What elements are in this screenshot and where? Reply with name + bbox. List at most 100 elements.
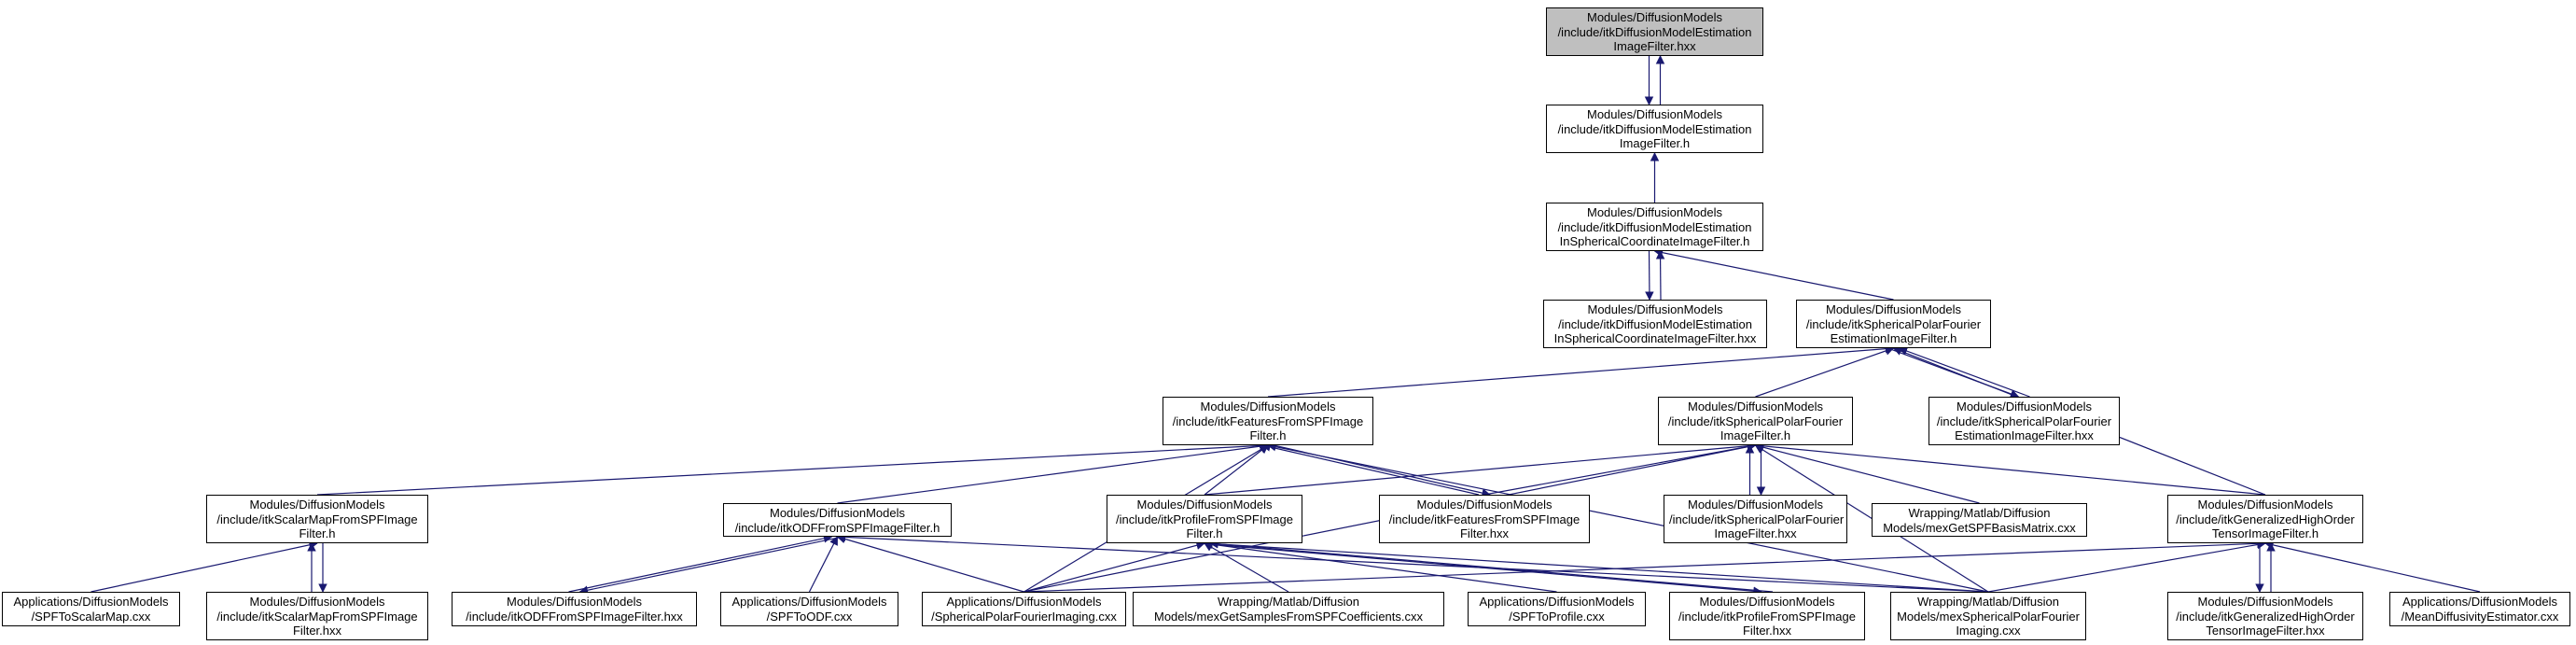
node-label-line: Filter.hxx [1459, 526, 1509, 540]
node-label-line: EstimationImageFilter.h [1830, 331, 1957, 345]
node-label-line: /include/itkFeaturesFromSPFImage [1388, 512, 1580, 526]
node-label-line: ImageFilter.hxx [1613, 39, 1696, 53]
node-label-line: /include/itkDiffusionModelEstimation [1557, 121, 1752, 136]
node-label-line: Modules/DiffusionModels [770, 506, 905, 520]
node-itkgeneralizedhighordertensorimagefilter-hxx[interactable]: Modules/DiffusionModels/include/itkGener… [2167, 592, 2363, 640]
node-label-line: InSphericalCoordinateImageFilter.h [1559, 234, 1750, 248]
node-label-line: Modules/DiffusionModels [1587, 107, 1722, 121]
edge-n21-to-n10 [1204, 540, 1557, 593]
edge-n18-to-n9 [808, 536, 839, 593]
node-label-line: ImageFilter.hxx [1714, 526, 1797, 540]
node-label-line: /include/itkDiffusionModelEstimation [1557, 24, 1752, 39]
edge-n25-to-n14 [2264, 540, 2481, 593]
node-itkodffromspfimagefilter-h[interactable]: Modules/DiffusionModels/include/itkODFFr… [723, 503, 952, 537]
edge-n9-to-n5 [837, 442, 1269, 504]
edge-n11-to-n6 [1483, 442, 1757, 496]
edge-n15-to-n8 [91, 540, 318, 593]
node-label-line: Models/mexSphericalPolarFourier [1897, 609, 2080, 624]
edge-n10-to-n5 [1204, 444, 1269, 496]
node-label-line: Modules/DiffusionModels [2197, 498, 2333, 512]
node-label-line: /include/itkScalarMapFromSPFImage [216, 512, 418, 526]
edge-n19-to-n10 [1023, 540, 1205, 593]
node-label-line: Modules/DiffusionModels [507, 595, 642, 609]
node-label-line: Modules/DiffusionModels [2197, 595, 2333, 609]
node-label-line: Models/mexGetSamplesFromSPFCoefficients.… [1153, 609, 1424, 624]
node-itksphericalpolarfourierestimationimagefilter-h[interactable]: Modules/DiffusionModels/include/itkSpher… [1796, 300, 1991, 348]
edge-n6-to-n4 [1755, 346, 1895, 398]
node-label-line: /include/itkSphericalPolarFourier [1667, 414, 1844, 428]
node-label-line: /include/itkGeneralizedHighOrder [2176, 609, 2355, 624]
node-label-line: /include/itkSphericalPolarFourier [1936, 414, 2112, 428]
edge-n4-to-n2 [1653, 248, 1894, 301]
node-meandiffusivityestimator-cxx[interactable]: Applications/DiffusionModels/MeanDiffusi… [2389, 592, 2570, 626]
node-itkdiffusionmodelestimationinsphericalcoordinateimagefilter-hxx[interactable]: Modules/DiffusionModels/include/itkDiffu… [1543, 300, 1767, 348]
edge-n9-to-n17 [578, 536, 843, 595]
node-label-line: /SphericalPolarFourierImaging.cxx [931, 609, 1117, 624]
node-itksphericalpolarfourierestimationimagefilter-hxx[interactable]: Modules/DiffusionModels/include/itkSpher… [1929, 397, 2120, 445]
node-itkfeaturesfromspfimagefilter-h[interactable]: Modules/DiffusionModels/include/itkFeatu… [1163, 397, 1373, 445]
node-label-line: Applications/DiffusionModels [946, 595, 1102, 609]
node-label-line: Modules/DiffusionModels [249, 595, 385, 609]
node-spftoprofile-cxx[interactable]: Applications/DiffusionModels/SPFToProfil… [1468, 592, 1646, 626]
node-label-line: ImageFilter.h [1619, 136, 1691, 150]
node-label-line: /include/itkFeaturesFromSPFImage [1172, 414, 1364, 428]
node-label-line: Imaging.cxx [1956, 624, 2021, 638]
node-itkgeneralizedhighordertensorimagefilter-h[interactable]: Modules/DiffusionModels/include/itkGener… [2167, 495, 2363, 543]
node-label-line: Filter.h [299, 526, 336, 540]
node-label-line: Modules/DiffusionModels [1587, 302, 1723, 316]
node-itksphericalpolarfourierimagefilter-hxx[interactable]: Modules/DiffusionModels/include/itkSpher… [1664, 495, 1847, 543]
node-label-line: Wrapping/Matlab/Diffusion [1917, 595, 2059, 609]
node-label-line: Modules/DiffusionModels [1688, 400, 1823, 414]
node-label-line: Modules/DiffusionModels [1699, 595, 1835, 609]
node-label-line: Modules/DiffusionModels [1136, 498, 1273, 512]
node-itkodffromspfimagefilter-hxx[interactable]: Modules/DiffusionModels/include/itkODFFr… [452, 592, 697, 626]
node-label-line: Modules/DiffusionModels [1200, 400, 1336, 414]
node-sphericalpolarfourierimaging-cxx[interactable]: Applications/DiffusionModels/SphericalPo… [922, 592, 1126, 626]
node-label-line: /include/itkSphericalPolarFourier [1669, 512, 1845, 526]
node-label-line: /include/itkProfileFromSPFImage [1115, 512, 1293, 526]
node-label-line: InSphericalCoordinateImageFilter.hxx [1553, 331, 1757, 345]
node-label-line: /include/itkSphericalPolarFourier [1805, 316, 1982, 331]
node-label-line: Filter.hxx [292, 624, 341, 638]
node-label-line: Models/mexGetSPFBasisMatrix.cxx [1883, 520, 2076, 535]
node-itkdiffusionmodelestimationinsphericalcoordinateimagefilter-h[interactable]: Modules/DiffusionModels/include/itkDiffu… [1546, 203, 1763, 251]
node-label-line: TensorImageFilter.hxx [2206, 624, 2325, 638]
node-spftoodf-cxx[interactable]: Applications/DiffusionModels/SPFToODF.cx… [720, 592, 898, 626]
edge-n13-to-n6 [1754, 442, 1980, 504]
edge-n8-to-n5 [316, 441, 1269, 496]
node-label-line: ImageFilter.h [1720, 428, 1791, 442]
node-itkscalarmapfromspfimagefilter-hxx[interactable]: Modules/DiffusionModels/include/itkScala… [206, 592, 428, 640]
node-label-line: Filter.h [1249, 428, 1287, 442]
edge-n14-to-n6 [1754, 442, 2266, 496]
node-itkdiffusionmodelestimationimagefilter-hxx[interactable]: Modules/DiffusionModels/include/itkDiffu… [1546, 7, 1763, 56]
node-itkscalarmapfromspfimagefilter-h[interactable]: Modules/DiffusionModels/include/itkScala… [206, 495, 428, 543]
node-label-line: Applications/DiffusionModels [13, 595, 169, 609]
node-itkfeaturesfromspfimagefilter-hxx[interactable]: Modules/DiffusionModels/include/itkFeatu… [1379, 495, 1590, 543]
node-label-line: /include/itkProfileFromSPFImage [1678, 609, 1856, 624]
node-label-line: Modules/DiffusionModels [1826, 302, 1961, 316]
edge-n23-to-n9 [836, 532, 1989, 593]
node-itkprofilefromspfimagefilter-h[interactable]: Modules/DiffusionModels/include/itkProfi… [1107, 495, 1302, 543]
node-label-line: Modules/DiffusionModels [249, 498, 385, 512]
edge-n10-to-n22 [1198, 542, 1762, 596]
node-label-line: Applications/DiffusionModels [2402, 595, 2557, 609]
node-label-line: EstimationImageFilter.hxx [1955, 428, 2094, 442]
edge-n3-to-n2 [1655, 250, 1665, 301]
node-itksphericalpolarfourierimagefilter-h[interactable]: Modules/DiffusionModels/include/itkSpher… [1658, 397, 1853, 445]
node-itkdiffusionmodelestimationimagefilter-h[interactable]: Modules/DiffusionModels/include/itkDiffu… [1546, 105, 1763, 153]
node-label-line: Applications/DiffusionModels [731, 595, 887, 609]
node-label-line: /SPFToScalarMap.cxx [31, 609, 151, 624]
node-itkprofilefromspfimagefilter-hxx[interactable]: Modules/DiffusionModels/include/itkProfi… [1669, 592, 1865, 640]
node-label-line: Wrapping/Matlab/Diffusion [1908, 506, 2051, 520]
edge-n19-to-n14 [1023, 539, 2266, 593]
node-spftoscalarmap-cxx[interactable]: Applications/DiffusionModels/SPFToScalar… [2, 592, 180, 626]
node-label-line: /include/itkDiffusionModelEstimation [1558, 316, 1752, 331]
node-label-line: Filter.hxx [1742, 624, 1791, 638]
node-label-line: /include/itkODFFromSPFImageFilter.h [734, 520, 940, 535]
node-label-line: TensorImageFilter.h [2211, 526, 2319, 540]
node-label-line: Modules/DiffusionModels [1956, 400, 2092, 414]
